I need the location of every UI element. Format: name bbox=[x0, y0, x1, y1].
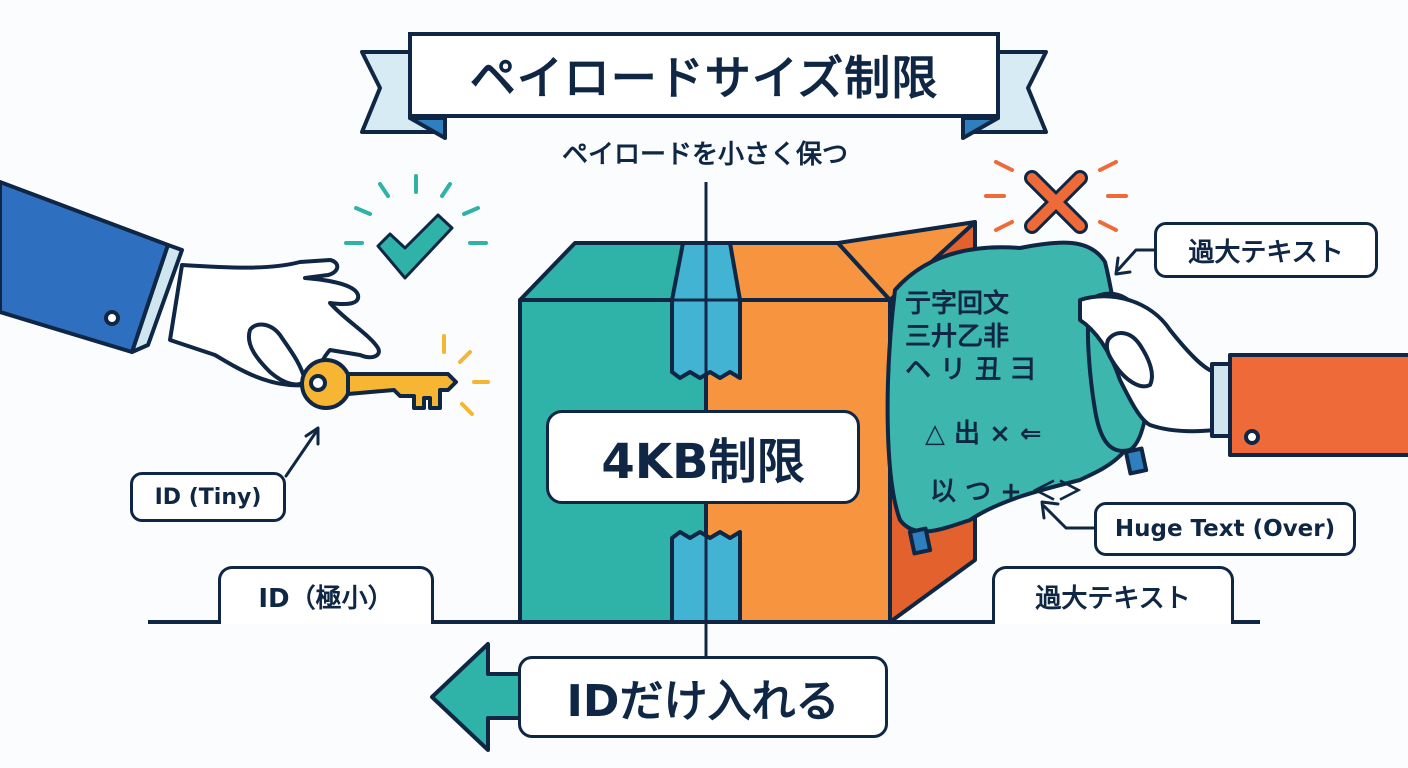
callout-arrows bbox=[284, 248, 1156, 530]
svg-text:ヘ リ 丑 彐: ヘ リ 丑 彐 bbox=[905, 355, 1036, 385]
huge-text-callout-jp: 過大テキスト bbox=[1154, 222, 1378, 278]
garbled-text-glyphs: 亍字回文 三廾乙非 ヘ リ 丑 彐 △ 出 × ⇐ 以 つ + ＜＞ bbox=[905, 288, 1083, 507]
huge-text-callout-en: Huge Text (Over) bbox=[1094, 502, 1356, 556]
left-hand-icon bbox=[0, 180, 381, 388]
page-subtitle: ペイロードを小さく保つ bbox=[561, 140, 848, 170]
id-only-action-label: IDだけ入れる bbox=[518, 656, 888, 738]
limit-badge-text: 4KB制限 bbox=[601, 434, 805, 490]
page-title-text: ペイロードサイズ制限 bbox=[469, 51, 939, 105]
svg-text:△ 出 × ⇐: △ 出 × ⇐ bbox=[925, 419, 1042, 449]
x-icon bbox=[984, 160, 1128, 234]
key-icon bbox=[300, 358, 458, 410]
right-hand-icon bbox=[1078, 294, 1408, 457]
limit-badge: 4KB制限 bbox=[546, 410, 860, 504]
svg-text:三廾乙非: 三廾乙非 bbox=[905, 322, 1009, 352]
id-tiny-callout: ID (Tiny) bbox=[130, 472, 286, 522]
svg-text:亍字回文: 亍字回文 bbox=[905, 288, 1010, 319]
title-ribbon-tails bbox=[360, 50, 1048, 140]
sparkle-lines-key bbox=[442, 334, 490, 416]
huge-text-ground-label: 過大テキスト bbox=[992, 566, 1234, 624]
arrow-left-icon bbox=[430, 642, 522, 752]
svg-text:以 つ + ＜＞: 以 つ + ＜＞ bbox=[930, 477, 1083, 507]
check-icon bbox=[344, 174, 488, 280]
id-small-ground-label: ID（極小） bbox=[218, 566, 434, 624]
page-title: ペイロードサイズ制限 bbox=[408, 32, 1000, 118]
